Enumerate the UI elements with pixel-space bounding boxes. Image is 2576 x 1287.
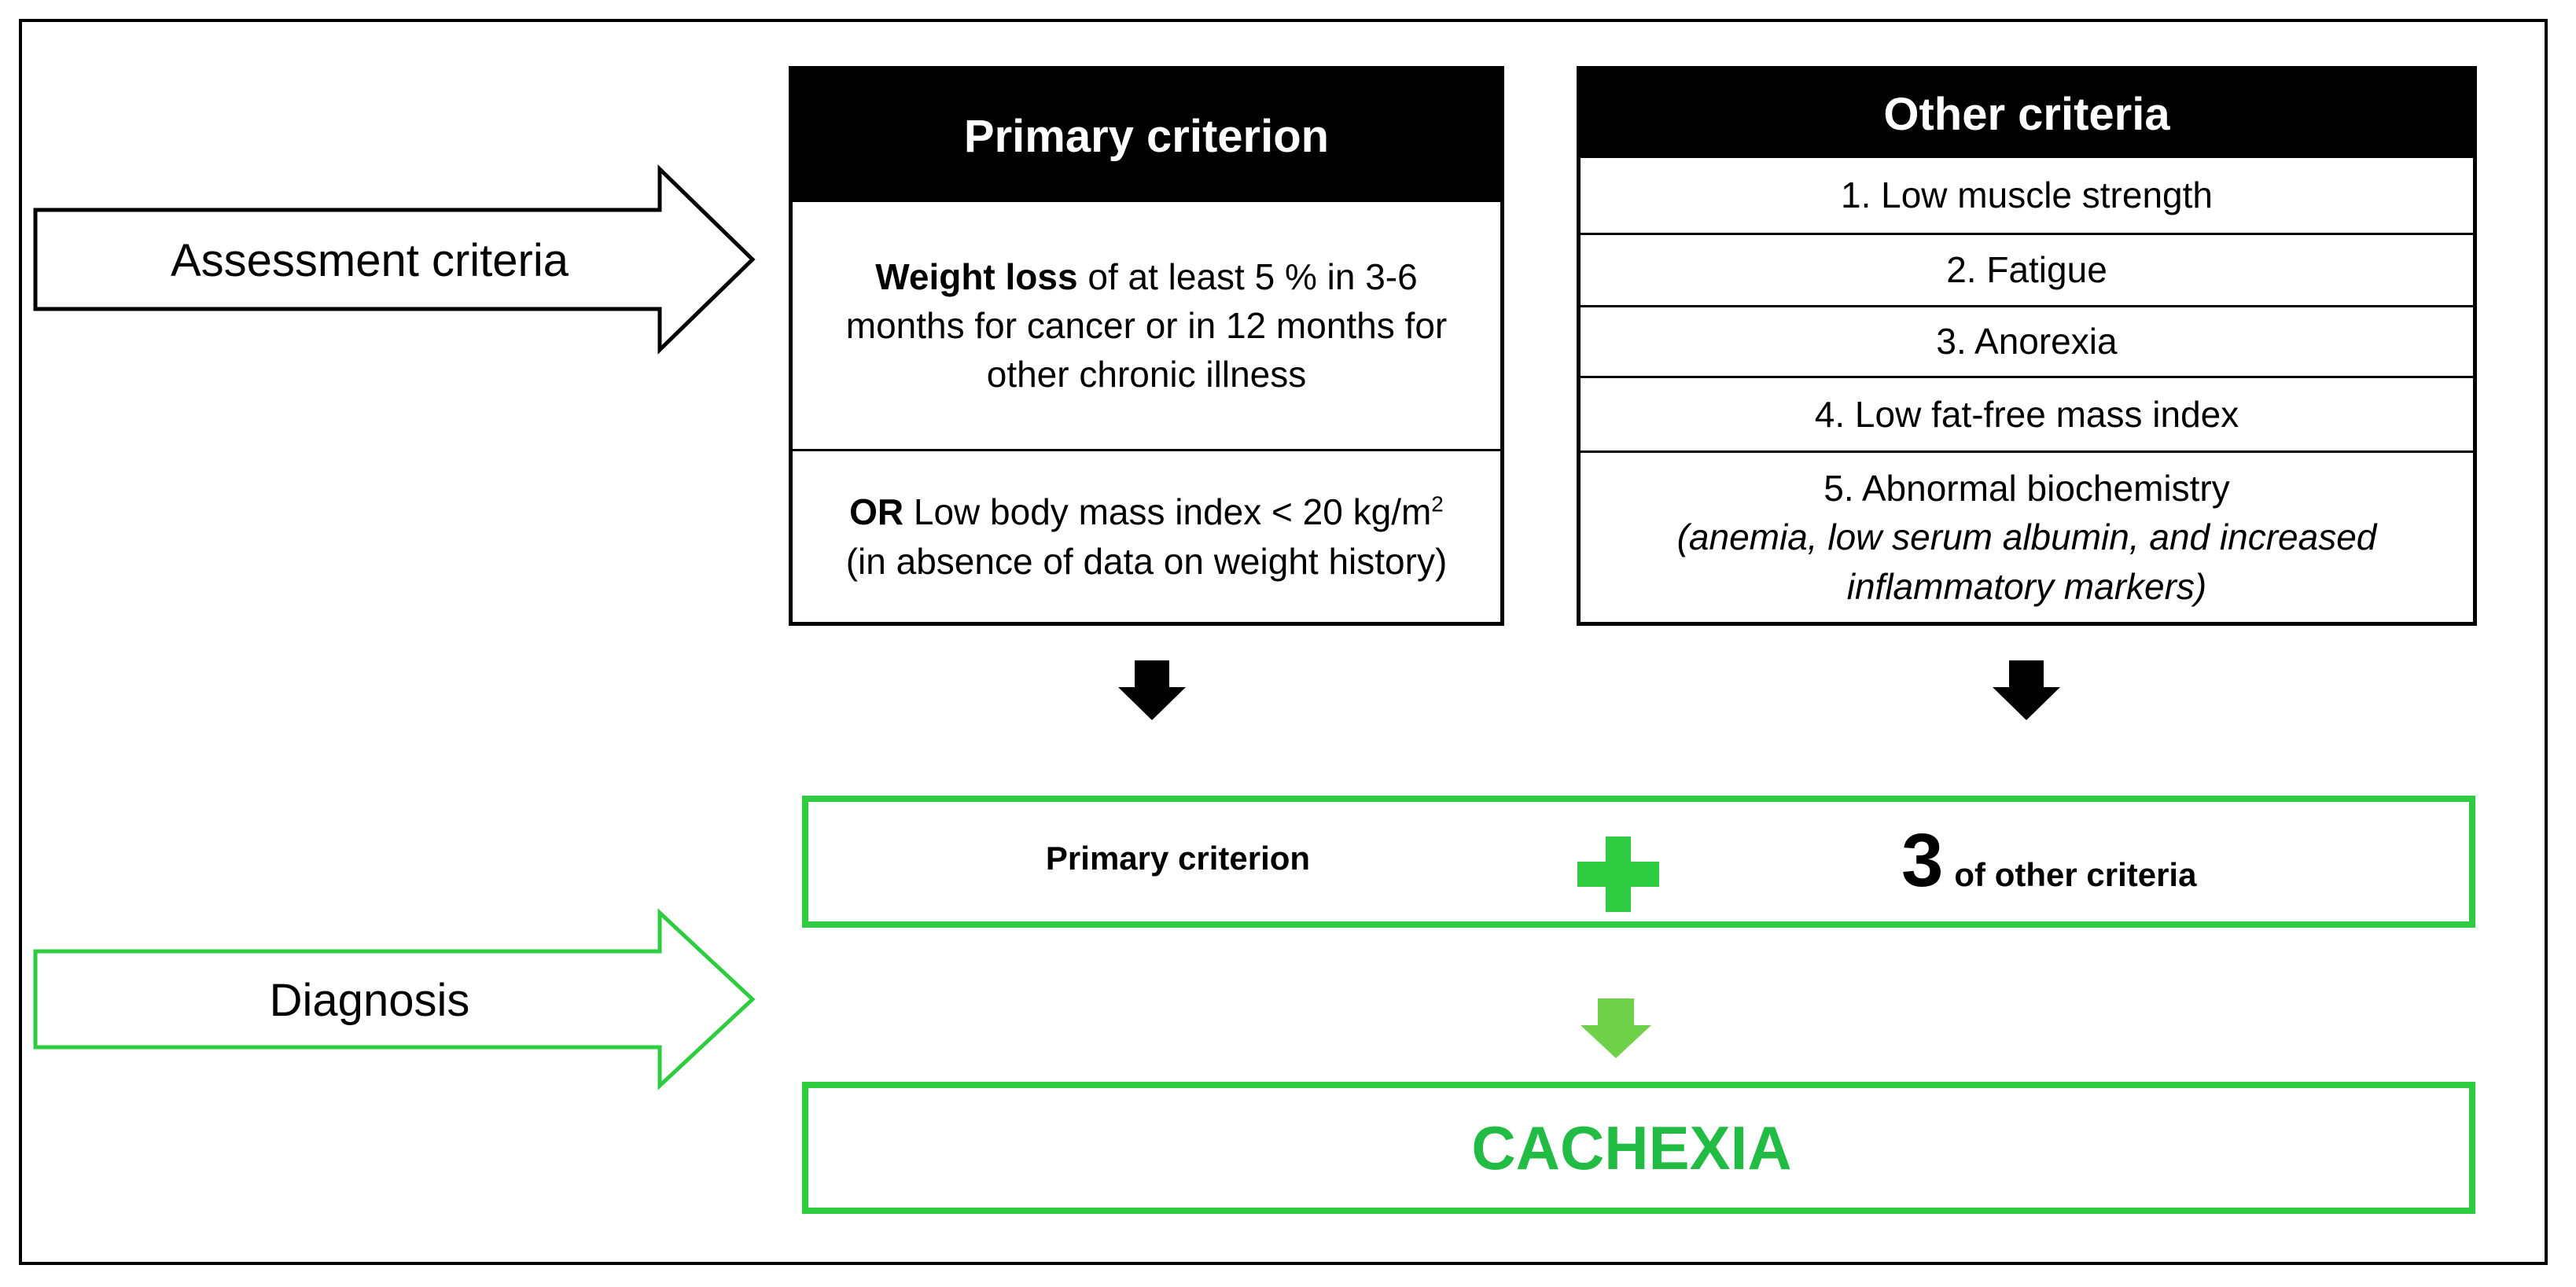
criterion-item-5-note: (anemia, low serum albumin, and increase… [1676, 517, 2377, 607]
criterion-item-2: 2. Fatigue [1581, 233, 2473, 305]
rule-count: 3 [1901, 818, 1944, 903]
cachexia-result-text: CACHEXIA [1471, 1112, 1792, 1182]
primary-down-arrow-icon [1118, 660, 1186, 720]
weight-loss-criterion: Weight loss of at least 5 % in 3-6 month… [793, 202, 1500, 449]
weight-loss-bold: Weight loss [875, 256, 1078, 297]
criterion-item-5-title: 5. Abnormal biochemistry [1823, 468, 2230, 509]
criterion-item-5: 5. Abnormal biochemistry (anemia, low se… [1581, 450, 2473, 622]
figure-frame [19, 19, 2548, 1265]
other-down-arrow-icon [1993, 660, 2060, 720]
diagnosis-down-arrow-icon [1581, 998, 1651, 1058]
rule-primary-criterion: Primary criterion [1045, 840, 1311, 877]
primary-criterion-header: Primary criterion [793, 70, 1500, 202]
bmi-note: (in absence of data on weight history) [845, 540, 1448, 582]
assessment-criteria-label: Assessment criteria [170, 234, 569, 286]
bmi-text: Low body mass index < 20 kg/m [903, 491, 1432, 533]
weight-loss-text: of at least 5 % in 3-6 months for cancer… [845, 256, 1448, 395]
criterion-item-4: 4. Low fat-free mass index [1581, 376, 2473, 450]
bmi-criterion: OR Low body mass index < 20 kg/m2 (in ab… [793, 449, 1500, 622]
plus-icon [1577, 837, 1659, 912]
bmi-or-bold: OR [849, 491, 904, 533]
cachexia-result-box: CACHEXIA [802, 1082, 2475, 1214]
diagnosis-rule-box: Primary criterion 3 of other criteria [802, 796, 2475, 928]
criterion-item-1: 1. Low muscle strength [1840, 175, 2213, 216]
diagnosis-arrow-icon [33, 908, 756, 1090]
diagnosis-label: Diagnosis [269, 974, 470, 1026]
assessment-arrow-icon [33, 164, 756, 355]
criterion-item-3: 3. Anorexia [1581, 305, 2473, 376]
bmi-superscript: 2 [1431, 492, 1444, 517]
primary-criterion-box: Primary criterion Weight loss of at leas… [789, 66, 1504, 626]
other-criteria-header: Other criteria [1581, 70, 2473, 158]
rule-other-criteria: of other criteria [1954, 856, 2197, 893]
other-criteria-box: Other criteria 1. Low muscle strength 2.… [1577, 66, 2477, 626]
